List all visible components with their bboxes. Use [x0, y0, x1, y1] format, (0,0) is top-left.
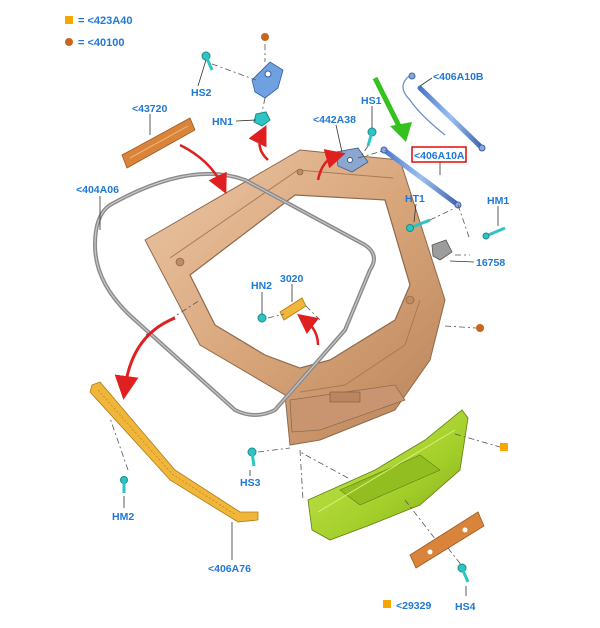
label-3020: 3020 — [280, 273, 304, 285]
part-labels: HS2 HN1 <43720 <404A06 <442A38 HS1 <406A… — [76, 71, 509, 613]
legend-dot-label: = <40100 — [78, 37, 125, 49]
red-arrow-hinge — [248, 125, 269, 161]
dot-marker-liftgate — [476, 324, 484, 332]
fastener-hn1 — [253, 111, 271, 127]
label-hm2: HM2 — [112, 511, 134, 523]
part-markers — [261, 33, 508, 608]
red-arrow-actuator — [297, 313, 320, 346]
label-404a06: <404A06 — [76, 184, 119, 196]
green-arrowhead-icon — [390, 122, 412, 142]
assembly-arrows — [114, 76, 412, 400]
liftgate-panel — [144, 149, 446, 446]
hinge-bracket-top — [251, 61, 284, 99]
label-ht1: HT1 — [405, 193, 425, 205]
fastener-hs3 — [247, 447, 257, 467]
strut-406a10a — [380, 146, 462, 209]
part-406a76-strip — [89, 381, 259, 523]
red-arrow-pad — [179, 143, 227, 195]
label-hs2: HS2 — [191, 87, 212, 99]
label-hn1: HN1 — [212, 116, 233, 128]
label-16758: 16758 — [476, 257, 505, 269]
part-29329-pad — [409, 511, 485, 569]
fastener-hm1 — [482, 226, 506, 240]
square-marker-29329 — [383, 600, 391, 608]
label-hs3: HS3 — [240, 477, 261, 489]
legend-dot-icon — [65, 38, 73, 46]
leader-lines — [99, 59, 499, 596]
label-406a10a: <406A10A — [414, 150, 465, 162]
label-hm1: HM1 — [487, 195, 509, 207]
label-406a76: <406A76 — [208, 563, 251, 575]
label-442a38: <442A38 — [313, 114, 356, 126]
label-hs4: HS4 — [455, 601, 476, 613]
label-29329: <29329 — [396, 600, 431, 612]
label-43720: <43720 — [132, 103, 167, 115]
fastener-hs1 — [366, 127, 377, 147]
label-406a10b: <406A10B — [433, 71, 484, 83]
part-43720-pad — [121, 117, 196, 169]
part-16758-switch — [431, 239, 453, 261]
green-arrow — [372, 76, 403, 130]
legend-square-icon — [65, 16, 73, 24]
square-marker-garnish — [500, 443, 508, 451]
lower-garnish — [307, 409, 469, 541]
fastener-hs4 — [457, 563, 470, 583]
legend-square-label: = <423A40 — [78, 15, 132, 27]
label-hn2: HN2 — [251, 280, 272, 292]
highlight-box-406a10a — [411, 146, 467, 163]
legend: = <423A40 = <40100 — [65, 15, 132, 49]
fastener-hm2 — [120, 476, 128, 493]
strut-406a10b — [402, 72, 486, 152]
fastener-ht1 — [406, 218, 431, 232]
red-arrow-bracket — [316, 149, 346, 181]
dot-marker-top-hinge — [261, 33, 269, 41]
label-hs1: HS1 — [361, 95, 382, 107]
fastener-hn2 — [257, 313, 267, 323]
fastener-hs2 — [201, 51, 214, 71]
red-arrow-seal — [114, 316, 176, 400]
